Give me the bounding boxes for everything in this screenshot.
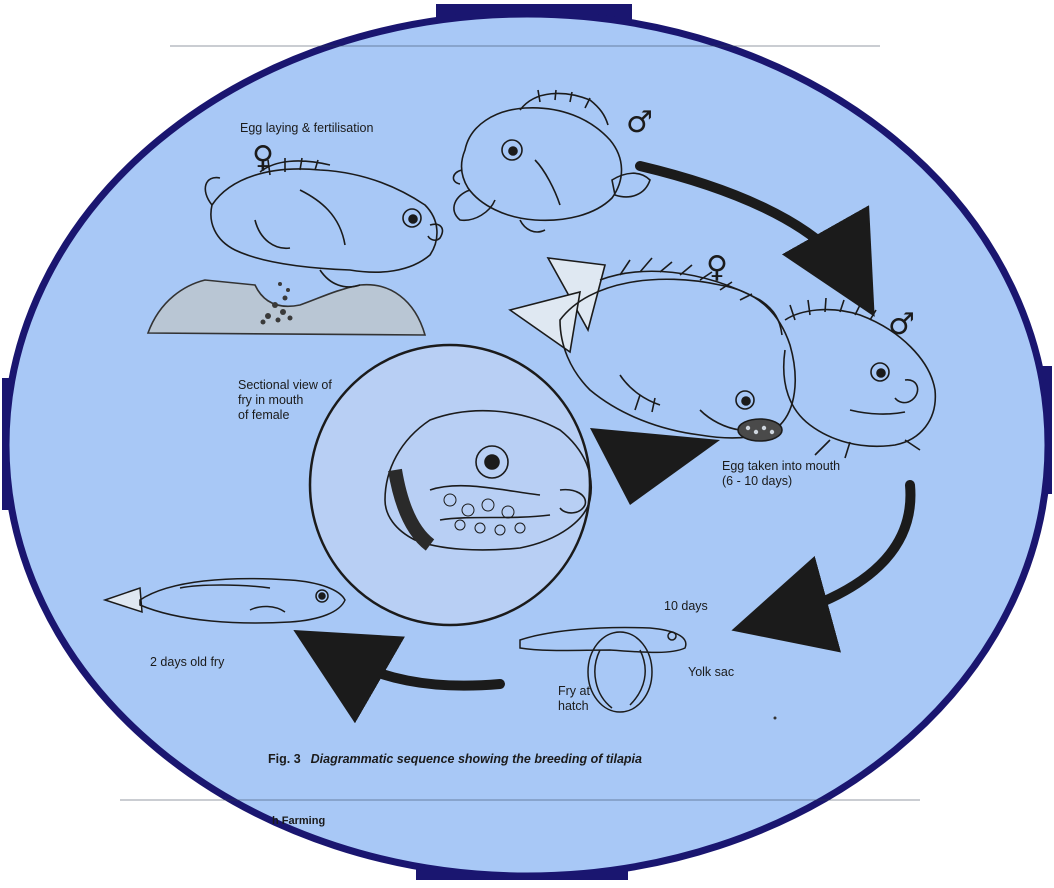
label-fry-at-hatch-2: hatch [558,699,589,714]
label-sectional-view-2: fry in mouth [238,393,303,408]
label-egg-taken-2: (6 - 10 days) [722,474,792,489]
label-egg-taken-1: Egg taken into mouth [722,459,840,474]
label-sectional-view-1: Sectional view of [238,378,332,393]
label-two-days-fry: 2 days old fry [150,655,224,670]
female-symbol-2: ♀ [706,253,728,283]
male-symbol-2: ♂ [888,310,915,340]
label-fry-at-hatch-1: Fry at [558,684,590,699]
sectional-view-circle [310,345,590,625]
label-sectional-view-3: of female [238,408,289,423]
female-symbol-1: ♀ [252,143,274,173]
male-symbol-1: ♂ [626,108,653,138]
scan-dot [774,717,777,720]
label-egg-laying: Egg laying & fertilisation [240,121,373,136]
footer-text: h Farming [272,815,325,827]
caption-fig-number: Fig. 3 [268,752,301,766]
caption-text: Diagrammatic sequence showing the breedi… [311,752,642,766]
label-yolk-sac: Yolk sac [688,665,734,680]
label-ten-days: 10 days [664,599,708,614]
figure-caption: Fig. 3 Diagrammatic sequence showing the … [268,752,642,766]
